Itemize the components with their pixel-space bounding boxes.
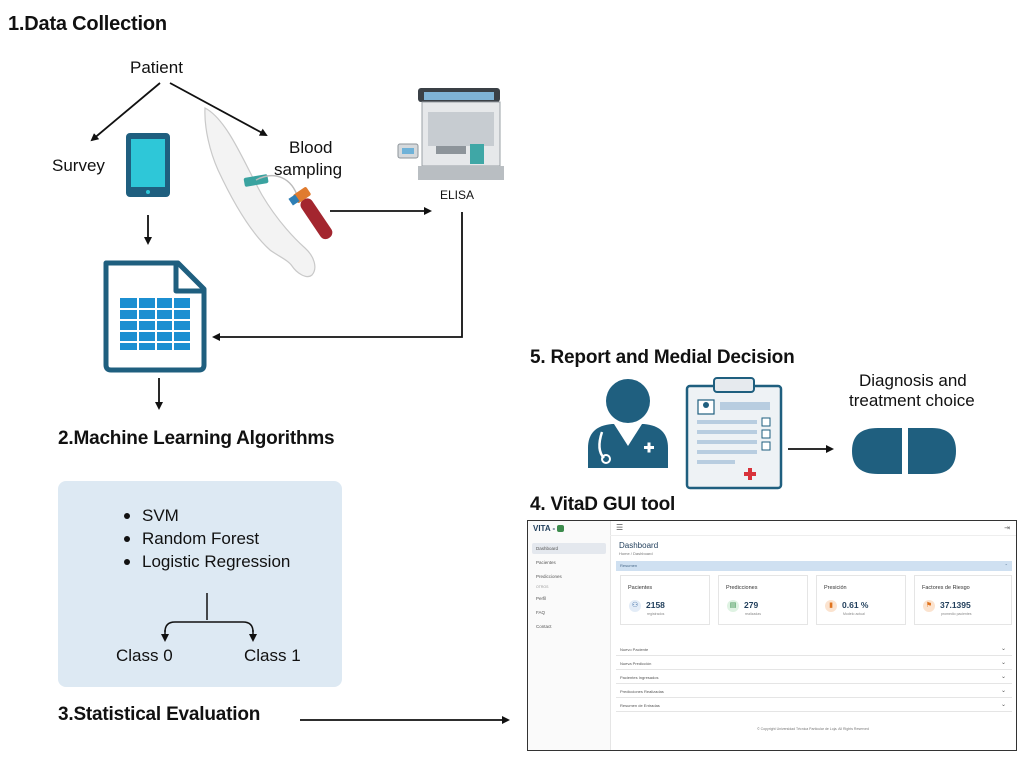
card-title: Presición <box>824 585 847 591</box>
file-icon: ▮ <box>825 600 837 612</box>
blood-sampling-label-2: sampling <box>274 160 343 179</box>
gui-footer: © Copyright Universidad Técnica Particul… <box>757 727 869 731</box>
chevron-down-icon: ⌄ <box>1000 688 1006 694</box>
users-icon: ⚇ <box>629 600 641 612</box>
algorithm-list: SVM Random Forest Logistic Regression <box>124 504 290 573</box>
gui-card-pacientes: Pacientes ⚇ 2158 registrados <box>620 575 710 625</box>
elisa-label: ELISA <box>440 188 475 202</box>
section-heading-data-collection: 1.Data Collection <box>8 13 167 35</box>
card-sub: promedio pacientes <box>941 612 972 616</box>
class-0-label: Class 0 <box>116 646 173 665</box>
section-heading-report: 5. Report and Medial Decision <box>530 347 795 368</box>
survey-label: Survey <box>52 156 105 175</box>
gui-card-precision: Presición ▮ 0.61 % Modelo actual <box>816 575 906 625</box>
gui-logo: VITA - <box>533 524 565 533</box>
spreadsheet-icon <box>103 260 207 373</box>
gui-accordion-item[interactable]: Resumen de Entradas⌄ <box>616 699 1012 712</box>
document-icon: ▤ <box>727 600 739 612</box>
gui-accordion-item[interactable]: Pacientes Ingresados⌄ <box>616 671 1012 684</box>
gui-summary-bar[interactable]: Resumen⌃ <box>616 561 1012 571</box>
algorithm-item: SVM <box>124 504 290 527</box>
card-title: Predicciones <box>726 585 758 591</box>
chevron-up-icon: ⌃ <box>1004 563 1008 568</box>
card-sub: registrados <box>647 612 665 616</box>
card-title: Pacientes <box>628 585 653 591</box>
gui-topbar: ☰ ⇥ <box>610 521 1016 536</box>
chevron-down-icon: ⌄ <box>1000 702 1006 708</box>
logout-icon[interactable]: ⇥ <box>1004 525 1010 532</box>
card-value: 37.1395 <box>940 600 971 610</box>
pill-icon <box>852 428 956 474</box>
diagnosis-label-1: Diagnosis and <box>859 371 967 390</box>
chevron-down-icon: ⌄ <box>1000 674 1006 680</box>
class-1-label: Class 1 <box>244 646 301 665</box>
gui-page-title: Dashboard <box>619 541 659 550</box>
card-title: Factores de Riesgo <box>922 585 970 591</box>
card-value: 279 <box>744 600 759 610</box>
gui-sidebar: VITA - Dashboard Pacientes Predicciones … <box>528 521 611 750</box>
gui-nav-perfil[interactable]: Perfil <box>536 596 547 601</box>
vitad-gui-screenshot: VITA - Dashboard Pacientes Predicciones … <box>527 520 1017 751</box>
chevron-down-icon: ⌄ <box>1000 646 1006 652</box>
menu-icon[interactable]: ☰ <box>616 523 624 532</box>
card-sub: Modelo actual <box>843 612 865 616</box>
section-heading-gui: 4. VitaD GUI tool <box>530 494 676 515</box>
gui-nav-faq[interactable]: FAQ <box>536 610 546 615</box>
blood-sampling-label-1: Blood <box>289 138 333 157</box>
card-value: 2158 <box>646 600 665 610</box>
algorithm-item: Logistic Regression <box>124 550 290 573</box>
gui-nav-predicciones[interactable]: Predicciones <box>536 574 562 579</box>
section-heading-statistical: 3.Statistical Evaluation <box>58 704 261 725</box>
ml-algorithms-box <box>58 481 342 687</box>
gui-accordion-item[interactable]: Nuevo Paciente⌄ <box>616 643 1012 656</box>
chevron-down-icon: ⌄ <box>1000 660 1006 666</box>
arrow-patient-to-blood <box>169 82 268 136</box>
gui-nav-section: OTROS <box>536 585 549 589</box>
gui-nav-contact[interactable]: Contact <box>536 624 552 629</box>
arrow-patient-to-survey <box>90 82 161 142</box>
arm-icon <box>204 107 316 278</box>
tablet-icon <box>126 133 170 197</box>
blood-tube-icon <box>288 187 333 240</box>
gui-card-factores: Factores de Riesgo ⚑ 37.1395 promedio pa… <box>914 575 1012 625</box>
gui-breadcrumb[interactable]: Home / Dashboard <box>619 551 653 556</box>
flag-icon: ⚑ <box>923 600 935 612</box>
class-split-lines <box>164 593 254 633</box>
gui-accordion-item[interactable]: Nueva Predicción⌄ <box>616 657 1012 670</box>
elisa-machine-icon <box>397 88 504 180</box>
gui-accordion-item[interactable]: Predicciones Realizadas⌄ <box>616 685 1012 698</box>
clipboard-icon <box>685 377 783 490</box>
patient-label: Patient <box>130 58 183 77</box>
leaf-icon <box>557 525 565 532</box>
arrow-elisa-to-sheet <box>212 212 463 341</box>
card-value: 0.61 % <box>842 600 869 610</box>
gui-nav-pacientes[interactable]: Pacientes <box>536 560 556 565</box>
doctor-icon <box>588 379 668 468</box>
gui-card-predicciones: Predicciones ▤ 279 realizadas <box>718 575 808 625</box>
card-sub: realizadas <box>745 612 761 616</box>
diagnosis-label-2: treatment choice <box>849 391 975 410</box>
section-heading-ml: 2.Machine Learning Algorithms <box>58 428 335 449</box>
gui-nav-dashboard[interactable]: Dashboard <box>532 543 606 554</box>
algorithm-item: Random Forest <box>124 527 290 550</box>
